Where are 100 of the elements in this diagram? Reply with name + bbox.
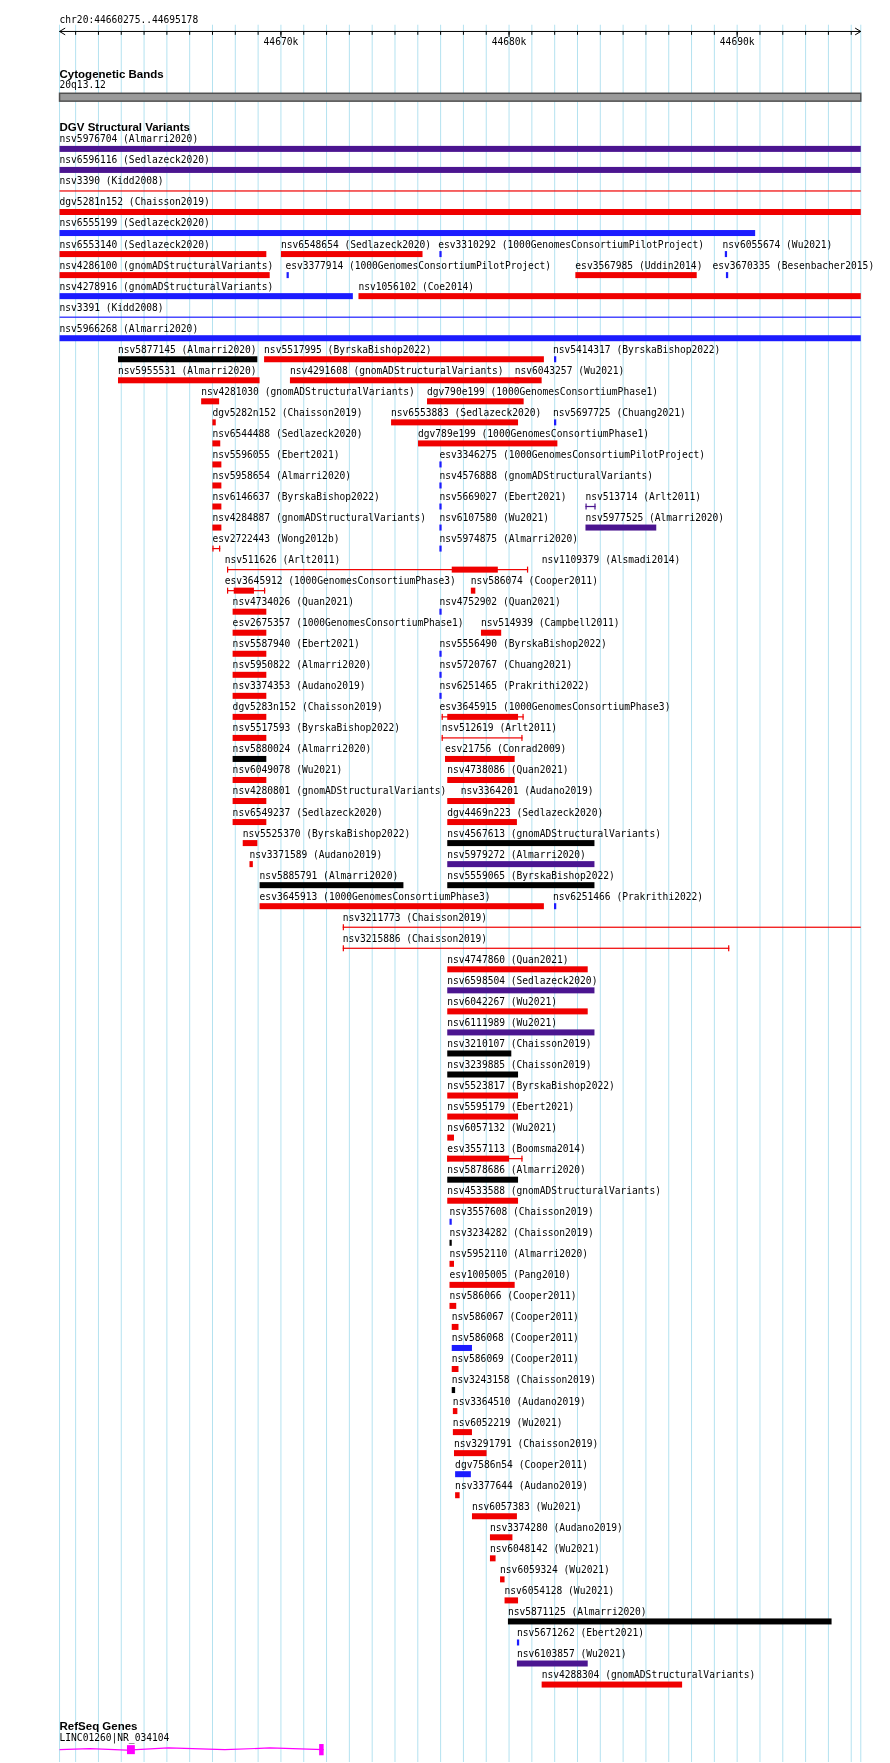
variant-label: esv3557113 (Boomsma2014) [447, 1143, 586, 1156]
variant-label: nsv5966268 (Almarri2020) [59, 322, 199, 335]
variant-label: esv1005005 (Pang2010) [449, 1269, 571, 1282]
variant-label: nsv5720767 (Chuang2021) [439, 659, 573, 672]
variant-label: nsv4281030 (gnomADStructuralVariants) [201, 385, 415, 398]
variant-label: nsv1109379 (Alsmadi2014) [541, 554, 681, 567]
tick-label: 44690k [719, 35, 755, 48]
variant-label: nsv3374280 (Audano2019) [489, 1521, 623, 1534]
variant-label: nsv6549237 (Sedlazeck2020) [232, 806, 383, 819]
variant-label: nsv5414317 (ByrskaBishop2022) [552, 343, 721, 356]
variant-label: nsv6055674 (Wu2021) [722, 238, 833, 251]
variant-label: esv3670335 (Besenbacher2015) [712, 259, 875, 272]
variant-label: nsv5525370 (ByrskaBishop2022) [242, 827, 411, 840]
variant-label: dgv5282n152 (Chaisson2019) [212, 406, 363, 419]
variant-label: nsv586074 (Cooper2011) [470, 575, 598, 588]
variant-label: nsv3371589 (Audano2019) [249, 848, 383, 861]
variant-label: nsv3210107 (Chaisson2019) [447, 1037, 592, 1050]
variant-label: nsv586069 (Cooper2011) [451, 1353, 579, 1366]
variant-label: nsv6043257 (Wu2021) [514, 364, 625, 377]
variant-label: nsv3215886 (Chaisson2019) [342, 932, 488, 945]
variant-label: nsv5559065 (ByrskaBishop2022) [447, 869, 615, 882]
variant-label: nsv5517995 (ByrskaBishop2022) [264, 343, 432, 356]
variant-label: nsv586066 (Cooper2011) [449, 1290, 577, 1303]
variant-label: dgv790e199 (1000GenomesConsortiumPhase1) [427, 385, 659, 398]
variant-label: nsv5979272 (Almarri2020) [447, 848, 586, 861]
variant-label: nsv5952110 (Almarri2020) [449, 1248, 589, 1261]
variant-label: nsv6111989 (Wu2021) [447, 1016, 557, 1029]
variant-label: nsv5977525 (Almarri2020) [585, 512, 725, 524]
variant-label: nsv6596116 (Sedlazeck2020) [59, 154, 210, 167]
variant-label: nsv6103857 (Wu2021) [516, 1647, 627, 1660]
variant-label: nsv5955531 (Almarri2020) [118, 364, 257, 377]
variant-label: nsv512619 (Arlt2011) [441, 722, 558, 735]
variant-label: nsv5595179 (Ebert2021) [447, 1101, 575, 1113]
variant-label: nsv3364201 (Audano2019) [460, 785, 594, 798]
variant-label: nsv5669027 (Ebert2021) [439, 490, 567, 503]
variant-label: dgv7586n54 (Cooper2011) [455, 1458, 588, 1471]
variant-label: esv3567985 (Uddin2014) [575, 259, 703, 272]
variant-label: nsv4291608 (gnomADStructuralVariants) [289, 364, 504, 377]
track-heading: RefSeq Genes [59, 1720, 138, 1733]
gene-label: LINC01260|NR_034104 [59, 1732, 170, 1745]
variant-label: nsv3557608 (Chaisson2019) [449, 1206, 594, 1219]
variant-label: nsv5877145 (Almarri2020) [118, 343, 257, 356]
variant-label: nsv4288304 (gnomADStructuralVariants) [541, 1669, 756, 1681]
variant-label: nsv5950822 (Almarri2020) [232, 659, 372, 672]
variant-label: nsv3234282 (Chaisson2019) [449, 1227, 594, 1240]
variant-label: nsv4278916 (gnomADStructuralVariants) [59, 280, 274, 293]
variant-label: nsv5958654 (Almarri2020) [212, 469, 351, 482]
variant-label: nsv511626 (Arlt2011) [224, 554, 341, 567]
coordinate-label: chr20:44660275..44695178 [59, 14, 199, 27]
variant-label: dgv789e199 (1000GenomesConsortiumPhase1) [418, 427, 650, 440]
variant-label: nsv514939 (Campbell2011) [480, 617, 620, 630]
variant-label: nsv586068 (Cooper2011) [451, 1332, 579, 1345]
variant-label: nsv5974875 (Almarri2020) [439, 533, 578, 546]
variant-label: nsv6049078 (Wu2021) [232, 764, 343, 777]
variant-label: nsv3374353 (Audano2019) [232, 680, 366, 693]
variant-label: nsv6057132 (Wu2021) [447, 1122, 557, 1135]
variant-label: nsv6553140 (Sedlazeck2020) [59, 238, 210, 251]
variant-label: esv21756 (Conrad2009) [445, 743, 567, 756]
variant-label: nsv1056102 (Coe2014) [358, 280, 474, 293]
track-heading: DGV Structural Variants [59, 120, 190, 133]
variant-label: nsv5523817 (ByrskaBishop2022) [447, 1079, 615, 1092]
variant-label: nsv586067 (Cooper2011) [451, 1311, 579, 1324]
variant-label: dgv5283n152 (Chaisson2019) [232, 701, 383, 714]
variant-label: nsv4284887 (gnomADStructuralVariants) [212, 512, 427, 524]
variant-label: nsv4752902 (Quan2021) [439, 596, 561, 609]
track-heading: Cytogenetic Bands [59, 68, 164, 81]
variant-label: nsv6544488 (Sedlazeck2020) [212, 427, 363, 440]
variant-label: nsv3291791 (Chaisson2019) [454, 1437, 599, 1450]
variant-label: esv3645913 (1000GenomesConsortiumPhase3) [259, 890, 491, 903]
variant-label: nsv5587940 (Ebert2021) [232, 638, 360, 651]
variant-label: esv2722443 (Wong2012b) [212, 533, 340, 546]
variant-label: nsv4533588 (gnomADStructuralVariants) [447, 1185, 661, 1198]
tick-label: 44670k [263, 35, 299, 48]
variant-label: nsv3211773 (Chaisson2019) [342, 911, 488, 924]
variant-label: nsv6052219 (Wu2021) [452, 1416, 563, 1429]
variant-label: nsv6107580 (Wu2021) [439, 512, 550, 524]
variant-label: nsv5596055 (Ebert2021) [212, 448, 340, 461]
variant-label: nsv5871125 (Almarri2020) [507, 1605, 647, 1618]
variant-label: nsv6057383 (Wu2021) [471, 1500, 582, 1513]
variant-label: nsv5976704 (Almarri2020) [59, 133, 199, 146]
variant-label: nsv4576888 (gnomADStructuralVariants) [439, 469, 654, 482]
variant-label: nsv6146637 (ByrskaBishop2022) [212, 490, 380, 503]
band-label: 20q13.12 [59, 79, 106, 92]
variant-label: nsv5697725 (Chuang2021) [552, 406, 686, 419]
variant-label: nsv6598504 (Sedlazeck2020) [447, 974, 598, 987]
variant-label: esv3645915 (1000GenomesConsortiumPhase3) [439, 701, 671, 714]
variant-label: nsv5880024 (Almarri2020) [232, 743, 372, 756]
variant-label: nsv5517593 (ByrskaBishop2022) [232, 722, 401, 735]
variant-label: dgv5281n152 (Chaisson2019) [59, 196, 210, 209]
variant-label: nsv3391 (Kidd2008) [59, 301, 164, 314]
variant-label: nsv6054128 (Wu2021) [504, 1584, 615, 1597]
variant-label: nsv3377644 (Audano2019) [455, 1479, 588, 1492]
variant-label: esv3310292 (1000GenomesConsortiumPilotProject) [438, 238, 704, 251]
variant-label: nsv5671262 (Ebert2021) [516, 1626, 644, 1639]
variant-label: esv3645912 (1000GenomesConsortiumPhase3) [224, 575, 456, 588]
variant-label: nsv4747860 (Quan2021) [447, 953, 569, 966]
variant-label: nsv6553883 (Sedlazeck2020) [391, 406, 542, 419]
variant-label: nsv4280801 (gnomADStructuralVariants) [232, 785, 447, 798]
variant-label: nsv5556490 (ByrskaBishop2022) [439, 638, 607, 651]
variant-label: esv3346275 (1000GenomesConsortiumPilotProject) [439, 448, 706, 461]
